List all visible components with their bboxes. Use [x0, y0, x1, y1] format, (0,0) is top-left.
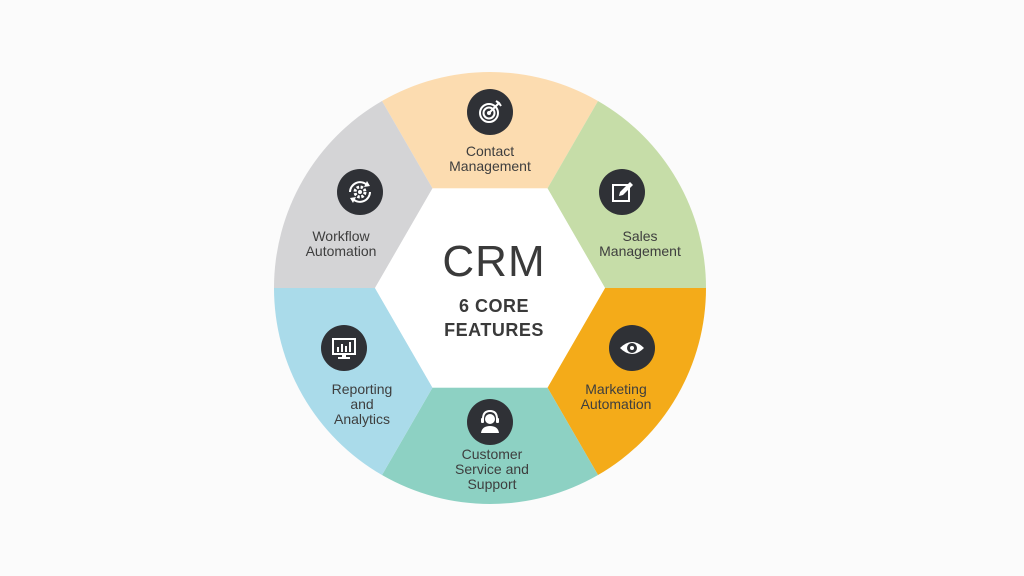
eye-icon — [609, 325, 655, 371]
target-icon — [467, 89, 513, 135]
segment-customer-service — [382, 387, 598, 504]
gear-cycle-icon — [337, 169, 383, 215]
center-hexagon — [375, 188, 605, 388]
chart-monitor-icon — [321, 325, 367, 371]
segment-reporting-analytics — [274, 288, 433, 476]
edit-icon — [599, 169, 645, 215]
headset-icon — [467, 399, 513, 445]
center-title: CRM — [442, 237, 546, 286]
segment-marketing-automation — [547, 288, 706, 476]
center-subtitle: 6 CORE FEATURES — [444, 296, 544, 340]
